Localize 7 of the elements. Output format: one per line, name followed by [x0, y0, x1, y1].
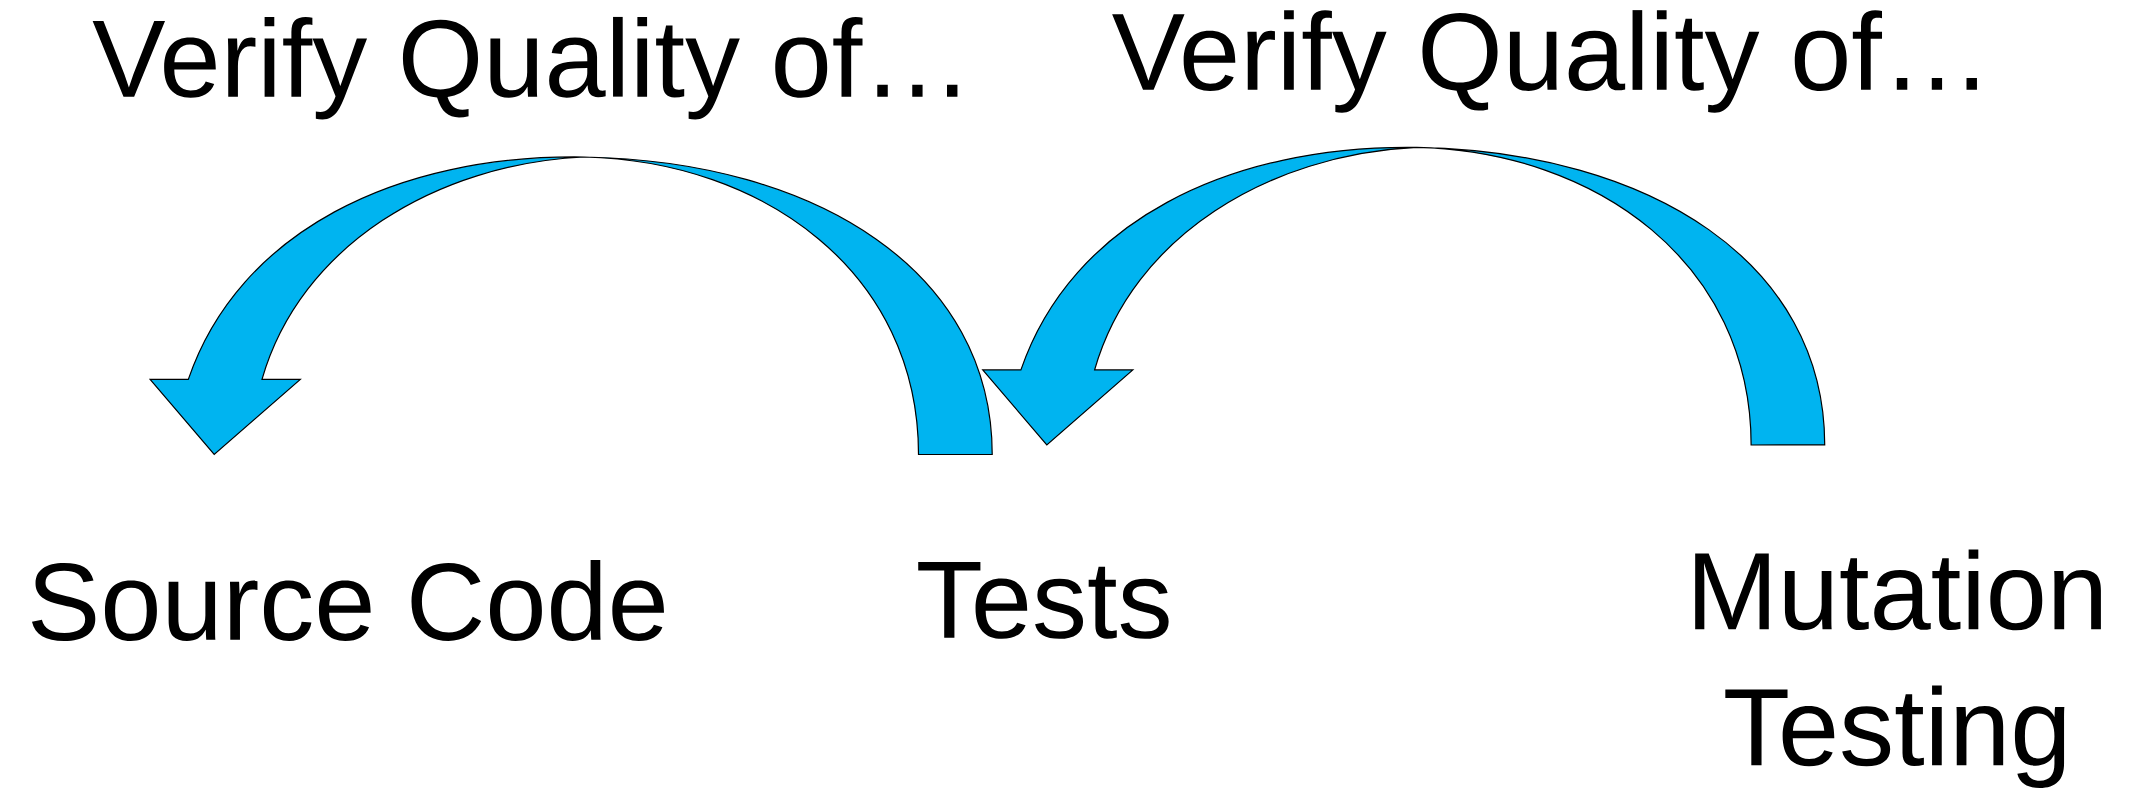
node-label: Tests	[918, 562, 1169, 639]
edge-label: Verify Quality of…	[1112, 10, 1977, 113]
node-label: Source Code	[32, 560, 664, 641]
curved-arrow	[149, 156, 993, 456]
edge-label: Verify Quality of…	[92, 16, 958, 120]
curved-arrow	[982, 146, 1826, 446]
node-label: Mutation Testing	[1695, 549, 2101, 789]
